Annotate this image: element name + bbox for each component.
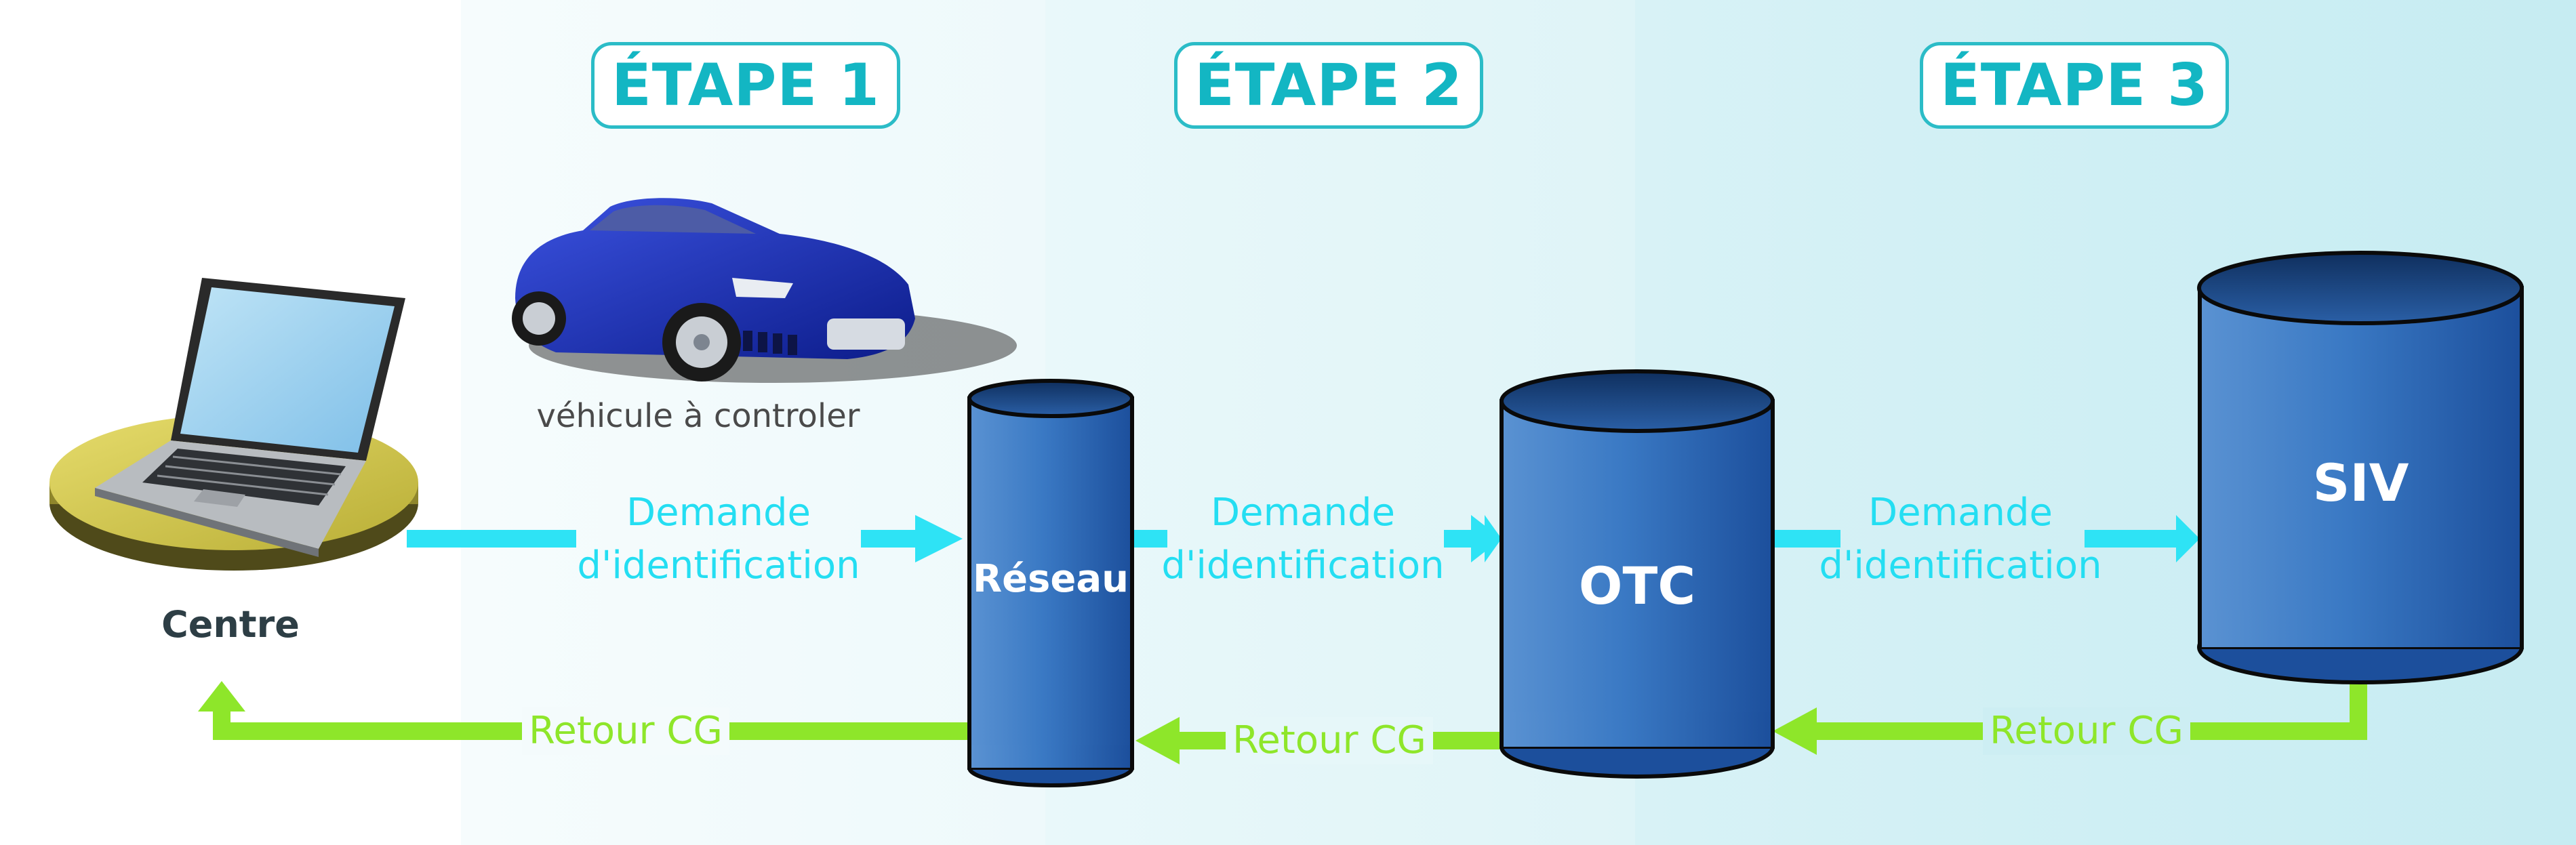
request-label-line2: d'identification [1819, 543, 2102, 588]
laptop-icon [49, 278, 418, 571]
return-label-2: Retour CG [1226, 717, 1433, 764]
vehicle-caption: véhicule à controler [536, 397, 860, 435]
step-1-badge: ÉTAPE 1 [591, 42, 900, 129]
otc-database [1500, 369, 1775, 779]
centre-label: Centre [161, 603, 300, 646]
step-3-badge: ÉTAPE 3 [1920, 42, 2229, 129]
step-2-badge: ÉTAPE 2 [1174, 42, 1483, 129]
siv-database [2197, 251, 2524, 684]
return-label-3: Retour CG [1983, 707, 2190, 755]
reseau-label: Réseau [972, 557, 1129, 601]
reseau-database [967, 379, 1134, 787]
request-label-2: Demande d'identification [1161, 487, 1445, 592]
request-label-line1: Demande [626, 491, 811, 535]
car-icon [512, 198, 1017, 383]
request-arrow-1 [407, 515, 963, 562]
return-label-1: Retour CG [522, 707, 729, 755]
siv-label: SIV [2312, 453, 2409, 513]
request-label-line1: Demande [1211, 491, 1395, 535]
request-label-3: Demande d'identification [1818, 487, 2103, 592]
request-arrow-2 [1133, 515, 1502, 562]
request-arrow-3 [1773, 515, 2200, 562]
request-label-line2: d'identification [577, 543, 860, 588]
step-1-band [461, 0, 1045, 845]
otc-label: OTC [1578, 556, 1696, 616]
request-label-1: Demande d'identification [576, 487, 861, 592]
request-label-line2: d'identification [1161, 543, 1445, 588]
request-label-line1: Demande [1868, 491, 2053, 535]
